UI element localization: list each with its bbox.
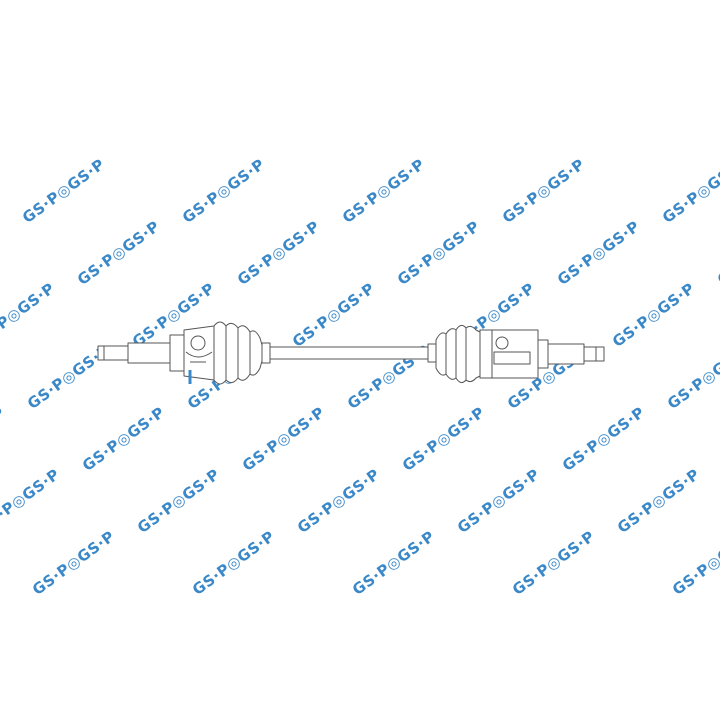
left-boot (213, 321, 271, 385)
left-outer-joint (183, 325, 215, 384)
right-inner-joint (479, 329, 549, 379)
main-bar (269, 346, 429, 360)
right-stub-shaft (547, 343, 605, 365)
left-stub-shaft (97, 334, 185, 372)
right-boot (427, 324, 481, 384)
